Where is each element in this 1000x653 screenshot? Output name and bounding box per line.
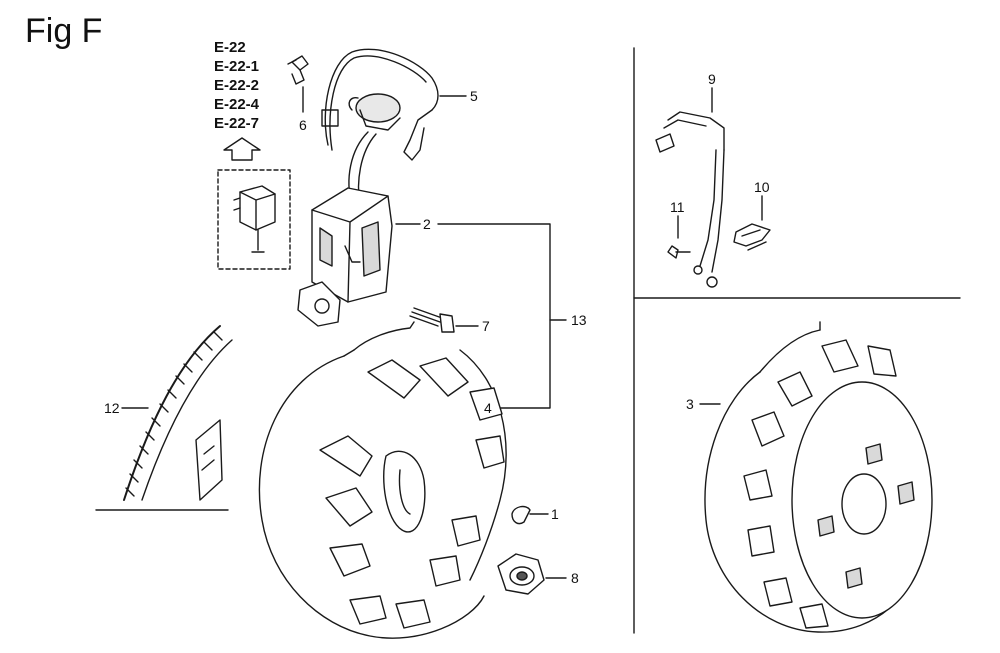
callout-12: 12 <box>104 400 120 416</box>
alternate-part-box <box>217 169 291 270</box>
part-12-ring-gear <box>95 325 233 511</box>
callout-3: 3 <box>686 396 694 412</box>
figure-title: Fig F <box>25 12 103 50</box>
callout-2: 2 <box>423 216 431 232</box>
part-7-bolt <box>409 307 455 333</box>
reference-arrow-icon <box>223 137 261 161</box>
callout-11: 11 <box>670 199 685 215</box>
callout-8: 8 <box>571 570 579 586</box>
part-5-ht-lead <box>321 48 439 206</box>
part-9-harness <box>655 111 725 288</box>
callout-13: 13 <box>571 312 587 328</box>
reference-code: E-22-1 <box>214 58 260 75</box>
reference-code-list: E-22 E-22-1 E-22-2 E-22-4 E-22-7 <box>214 38 259 133</box>
part-3-flywheel-alt <box>704 321 933 633</box>
part-4-flywheel <box>258 321 507 639</box>
part-11-screw <box>667 245 691 259</box>
reference-code: E-22-4 <box>214 96 260 113</box>
reference-code: E-22-2 <box>214 77 260 94</box>
alternate-coil-icon <box>233 185 276 253</box>
bracket-line <box>437 223 551 409</box>
callout-5: 5 <box>470 88 478 104</box>
part-1-key <box>511 505 531 525</box>
callout-4: 4 <box>484 400 492 416</box>
part-6-clip <box>287 55 309 85</box>
callout-7: 7 <box>482 318 490 334</box>
callout-1: 1 <box>551 506 559 522</box>
callout-9: 9 <box>708 71 716 87</box>
callout-6: 6 <box>299 117 307 133</box>
reference-code: E-22-7 <box>214 115 260 132</box>
part-10-clip <box>733 223 771 251</box>
part-2-ignition-coil <box>297 187 393 327</box>
reference-code: E-22 <box>214 39 246 56</box>
part-8-nut <box>497 553 545 595</box>
callout-10: 10 <box>754 179 770 195</box>
